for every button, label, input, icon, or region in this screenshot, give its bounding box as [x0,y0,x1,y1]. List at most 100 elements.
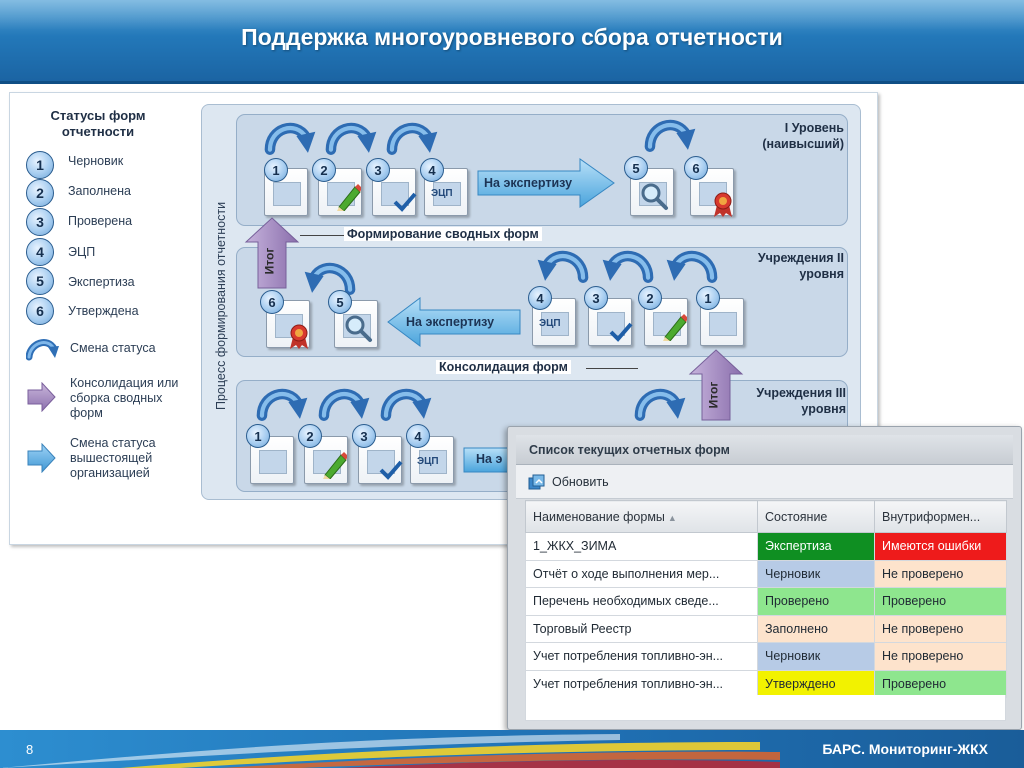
total-label: Итог [262,247,277,275]
doc-number-3: 3 [584,286,608,310]
legend-status-label: ЭЦП [68,245,96,259]
internal-check-cell: Имеются ошибки [874,532,1007,561]
header-shine [0,0,1024,30]
status-change-icon [664,246,720,284]
form-name-cell: Торговый Реестр [525,614,758,643]
doc-number-5: 5 [328,290,352,314]
column-header-form-name[interactable]: Наименование формы▲ [525,500,758,533]
state-cell: Утверждено [757,669,875,698]
document-icon: ЭЦП [410,436,454,484]
legend-status-label: Экспертиза [68,275,135,289]
to-expertise-arrow-partial [463,447,512,473]
footer-wave-decoration [0,734,780,768]
form-name-cell: Перечень необходимых сведе... [525,587,758,616]
legend-title: Статусы форм отчетности [50,108,146,139]
state-cell: Черновик [757,642,875,671]
column-header-internal-check[interactable]: Внутриформен... [874,500,1007,533]
status-change-icon [642,115,698,153]
form-name-cell: Отчёт о ходе выполнения мер... [525,559,758,588]
legend-status-label: Заполнена [68,184,131,198]
doc-number-4: 4 [406,424,430,448]
form-name-cell: Учет потребления топливно-эн... [525,642,758,671]
refresh-icon [528,474,545,490]
doc-number-6: 6 [260,290,284,314]
doc-number-2: 2 [638,286,662,310]
document-icon [318,168,362,216]
table-empty-area [525,695,1006,721]
legend-status-label: Черновик [68,154,124,168]
ecp-label: ЭЦП [431,188,453,199]
status-change-icon [26,339,59,361]
forms-table: Наименование формы▲ Состояние Внутриформ… [525,500,1007,698]
refresh-button[interactable]: Обновить [528,474,609,490]
doc-number-3: 3 [366,158,390,182]
pencil-icon [323,452,347,479]
checkmark-icon [609,322,633,342]
total-up-arrow [244,217,300,289]
status-number-badge: 1 [26,151,54,179]
sort-asc-icon: ▲ [667,512,677,523]
legend-status-3: 3 Проверена [26,208,193,236]
window-toolbar: Обновить [516,465,1013,499]
state-cell: Черновик [757,559,875,588]
doc-number-3: 3 [352,424,376,448]
doc-number-4: 4 [528,286,552,310]
page-number: 8 [26,742,34,757]
state-cell: Заполнено [757,614,875,643]
pencil-icon [337,184,361,211]
legend-status-1: 1 Черновик [26,151,193,179]
total-up-arrow [688,349,744,421]
legend-consolidation-label: Консолидация или сборка сводных форм [70,376,179,420]
document-icon [372,168,417,216]
document-icon [266,300,310,349]
state-cell: Проверено [757,587,875,616]
status-change-icon [535,246,591,284]
checkmark-icon [393,192,417,212]
total-label: Итог [706,381,721,409]
legend-status-label: Проверена [68,214,133,228]
status-number-badge: 3 [26,208,54,236]
form-name-cell: 1_ЖКХ_ЗИМА [525,532,758,561]
ecp-label: ЭЦП [539,318,561,329]
consolidation-caption: Консолидация форм [436,360,571,374]
document-icon: ЭЦП [532,298,576,346]
status-number-badge: 2 [26,179,54,207]
status-change-icon [632,384,688,422]
table-row[interactable]: Учет потребления топливно-эн...Утвержден… [525,669,1007,698]
doc-number-6: 6 [684,156,708,180]
form-name-cell: Учет потребления топливно-эн... [525,669,758,698]
summary-forms-caption: Формирование сводных форм [344,227,542,241]
status-change-icon [262,118,318,156]
connector-line [300,235,346,236]
internal-check-cell: Не проверено [874,642,1007,671]
state-cell: Экспертиза [757,532,875,561]
doc-number-2: 2 [298,424,322,448]
internal-check-cell: Не проверено [874,614,1007,643]
status-number-badge: 4 [26,238,54,266]
column-header-state[interactable]: Состояние [757,500,875,533]
magnifier-icon [345,315,372,342]
brand-label: БАРС. Мониторинг-ЖКХ [822,741,988,757]
doc-number-1: 1 [246,424,270,448]
document-icon [358,436,403,484]
legend-status-label: Утверждена [68,304,139,318]
doc-number-1: 1 [264,158,288,182]
legend-consolidation: Консолидация или сборка сводных форм [26,376,195,421]
pencil-icon [663,314,687,341]
status-change-icon [323,118,379,156]
slide-footer: 8 БАРС. Мониторинг-ЖКХ [0,730,1024,768]
legend-status-change: Смена статуса [26,335,195,361]
slide-header: Поддержка многоуровневого сбора отчетнос… [0,0,1024,84]
doc-number-4: 4 [420,158,444,182]
legend-higher-org: Смена статуса вышестоящей организацией [26,436,195,481]
magnifier-icon [641,183,668,210]
status-change-icon [316,384,372,422]
internal-check-cell: Не проверено [874,559,1007,588]
to-expertise-arrow [477,158,615,208]
forms-list-window: Список текущих отчетных форм Обновить На… [507,426,1022,730]
